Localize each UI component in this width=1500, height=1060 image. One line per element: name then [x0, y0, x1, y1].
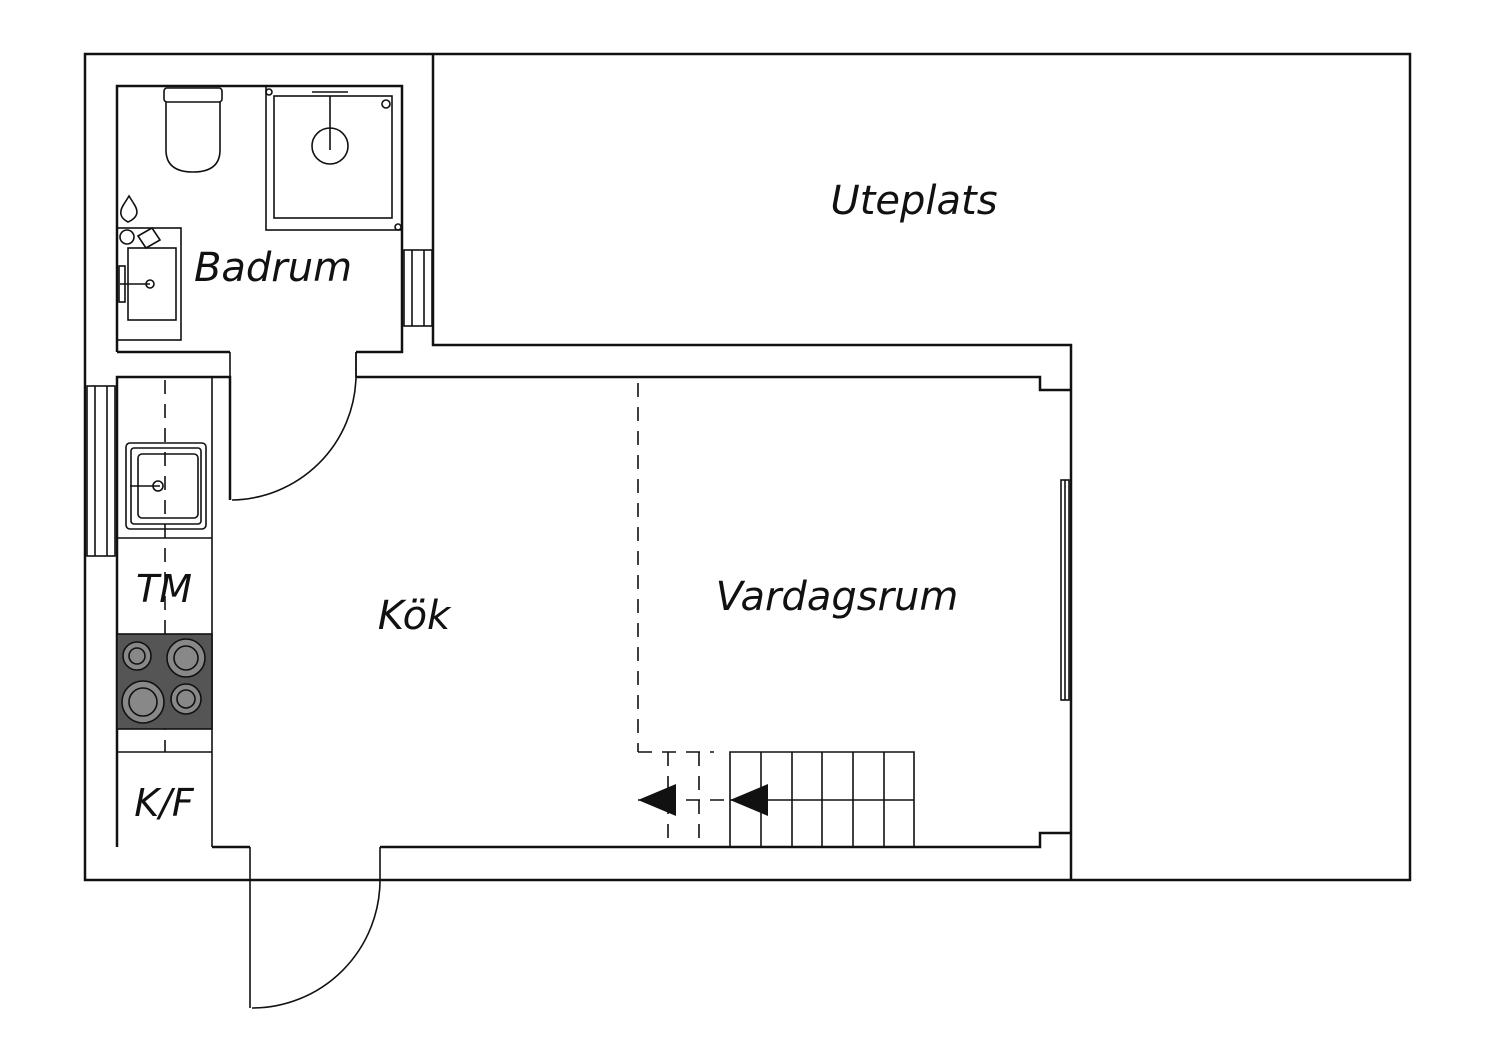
label-kok: Kök: [378, 593, 452, 639]
stairs-arrow-icon: [730, 784, 768, 816]
kitchen-counter: [117, 377, 213, 847]
window-kitchen: [86, 385, 116, 557]
outer-walls: [83, 52, 1412, 882]
label-kf: K/F: [134, 781, 195, 825]
stove: [116, 633, 213, 730]
bathroom-walls: [115, 84, 404, 377]
stairs-arrow-icon: [638, 784, 676, 816]
stairs: [638, 751, 915, 847]
door-entrance: [249, 847, 381, 1009]
label-uteplats: Uteplats: [830, 178, 997, 224]
label-vardagsrum: Vardagsrum: [716, 574, 959, 620]
door-bathroom: [231, 352, 357, 501]
label-badrum: Badrum: [194, 245, 352, 291]
shower: [265, 85, 403, 231]
bathroom-sink: [116, 194, 182, 341]
window-bathroom: [403, 249, 433, 327]
toilet: [163, 87, 223, 173]
label-tm: TM: [136, 567, 192, 611]
window-living-room: [1060, 479, 1070, 701]
kitchen-sink: [125, 442, 207, 530]
